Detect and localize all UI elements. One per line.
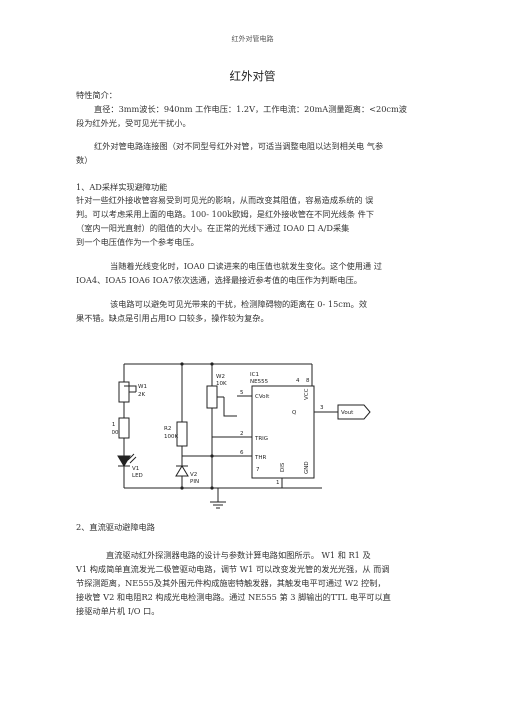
sec1-p1-line-2: 判。可以考虑采用上面的电路。100- 100k欧姆，是红外接收管在不同光线条 件… (76, 209, 375, 219)
sec2-line-5: 接驱动单片机 I/O 口。 (76, 606, 160, 616)
vout-terminal (337, 404, 371, 420)
pin-label-vcc: VCC (304, 388, 310, 400)
intro-line-2: 段为红外光，受可见光干扰小。 (76, 118, 191, 128)
label-r2: R2 (164, 426, 171, 432)
label-v1-sub: LED (132, 473, 143, 479)
pin-num-6: 6 (240, 450, 244, 456)
sec1-p1-line-3: （室内一阳光直射）的阻值的大小。在正常的光线下通过 IOA0 口 A/D采集 (76, 223, 350, 233)
pin-label-cvolt: CVolt (255, 394, 270, 400)
sec1-p2-line-2: IOA4、IOA5 IOA6 IOA7依次选通，选择最接近参考值的电压作为判断电… (76, 275, 362, 285)
label-w1: W1 (138, 384, 147, 390)
label-v1: V1 (132, 466, 139, 472)
label-w2: W2 (216, 374, 225, 380)
r1-body (118, 417, 130, 439)
pin-label-gnd: GND (304, 461, 310, 474)
connect-line-1: 红外对管电路连接图（对不同型号红外对管，可适当调整电阻以达到相关电 气参 (94, 141, 384, 151)
r2-body (176, 421, 188, 447)
label-w2-val: 10K (216, 381, 227, 387)
label-ic1: IC1 (250, 372, 259, 378)
label-w1-val: 2K (138, 392, 145, 398)
section-2-heading: 2、直流驱动避障电路 (76, 522, 155, 532)
pin-label-trig: TRIG (254, 436, 268, 442)
label-r2-val: 100K (164, 434, 178, 440)
label-v2: V2 (190, 472, 197, 478)
label-v2-sub: PIN (190, 479, 199, 485)
pin-num-1: 1 (276, 480, 280, 486)
label-vout: Vout (341, 410, 354, 416)
sec1-p3-line-2: 果不错。缺点是引用占用IO 口较多，操作较为复杂。 (76, 313, 269, 323)
sec2-line-3: 节探测距离，NE555及其外围元件构成施密特触发器，其触发电平可通过 W2 控制… (76, 578, 386, 588)
label-r1: R1 (112, 422, 115, 428)
intro-heading: 特性简介： (76, 90, 117, 100)
sec1-p3-line-1: 该电路可以避免可见光带来的干扰，检测障碍物的距离在 0- 15cm。效 (110, 299, 368, 309)
sec1-p1-line-4: 到一个电压值作为一个参考电压。 (76, 237, 199, 247)
sec1-p1-line-1: 针对一些红外接收管容易受到可见光的影响，从而改变其阻值，容易造成系统的 误 (76, 195, 374, 205)
w1-body (118, 381, 130, 403)
label-ic1-sub: NE555 (250, 379, 269, 385)
pin-num-5: 5 (240, 390, 244, 396)
page-title: 红外对管 (229, 69, 276, 83)
pin-num-3: 3 (320, 405, 324, 411)
label-r1-val: 500 (112, 430, 119, 436)
page-header: 红外对管电路 (231, 35, 274, 43)
sec1-p2-line-1: 当随着光线变化时，IOA0 口读进来的电压值也就发生变化。这个使用通 过 (110, 261, 382, 271)
pin-label-q: Q (292, 410, 297, 416)
pin-v2-symbol (175, 465, 189, 477)
sec2-line-4: 接收管 V2 和电阻R2 构成光电检测电路。通过 NE555 第 3 脚输出的T… (76, 592, 391, 602)
connect-line-2: 数） (76, 155, 93, 165)
pin-num-4: 4 (296, 378, 300, 384)
intro-line-1: 直径：3mm波长：940nm 工作电压：1.2V，工作电流：20mA测量距离：<… (94, 104, 407, 114)
sec2-line-1: 直流驱动红外探测器电路的设计与参数计算电路如图所示。 W1 和 R1 及 (106, 550, 371, 560)
pin-label-dis: DIS (280, 462, 286, 472)
section-1-heading: 1、AD采样实现避障功能 (76, 182, 168, 192)
led-v1-symbol (117, 455, 131, 467)
pin-label-thr: THR (254, 455, 266, 461)
pin-num-8: 8 (306, 378, 310, 384)
pin-num-7: 7 (256, 467, 260, 473)
ne555-chip (251, 385, 315, 479)
w2-body (206, 385, 218, 409)
circuit-diagram: W1 2K R1 500 V1 LED R2 100K V2 PIN W2 10… (112, 362, 371, 509)
sec2-line-2: V1 构成简单直流发光二极管驱动电路，调节 W1 可以改变发光管的发光光强，从 … (76, 564, 390, 574)
pin-num-2: 2 (240, 431, 244, 437)
